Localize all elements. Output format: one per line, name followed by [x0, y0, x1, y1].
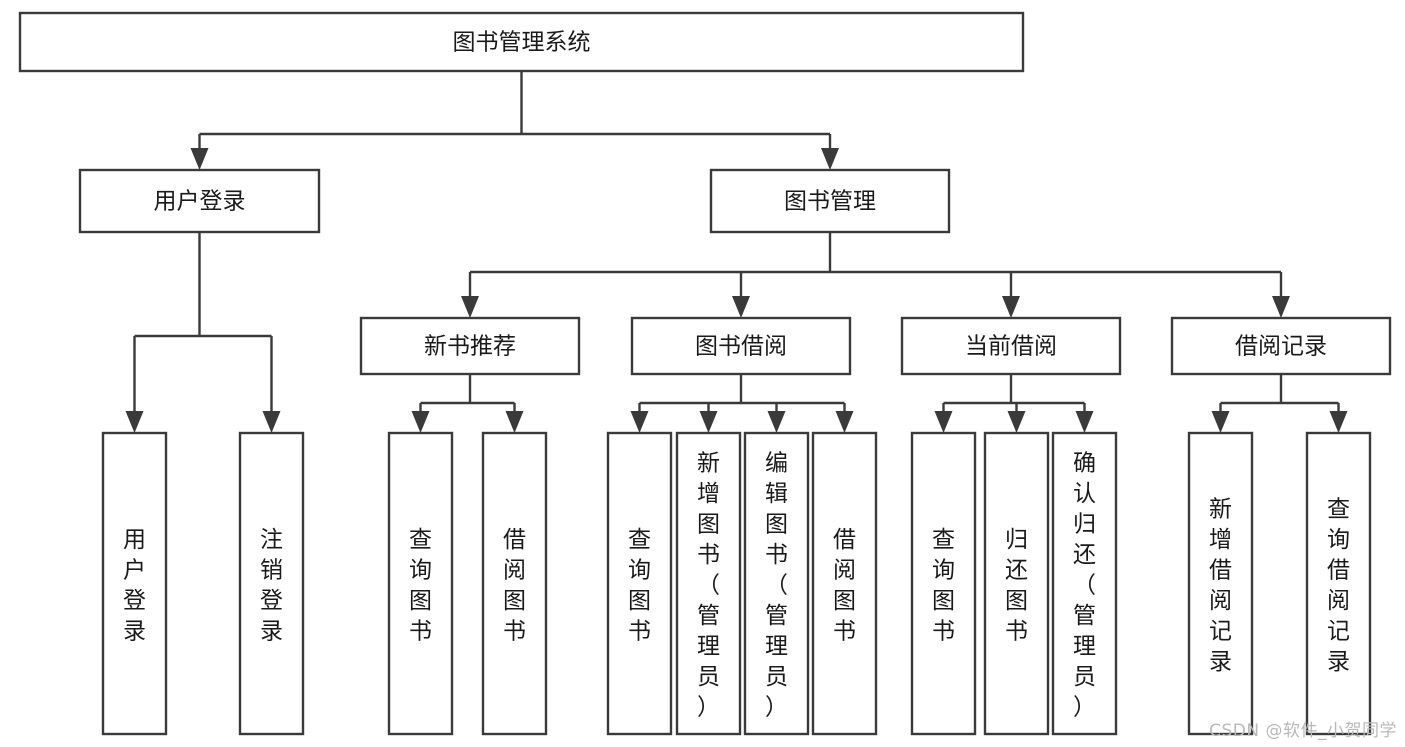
node-leaf-leaf-user-login-box[interactable]: [101, 431, 168, 736]
conn-new-book-recommend-arrow-0: [411, 411, 430, 433]
node-leaf-leaf-add-record-label: 新增借阅记录: [1209, 496, 1232, 675]
node-l2-borrow-record[interactable]: 借阅记录: [1170, 316, 1392, 376]
conn-book-borrow-arrow-2: [767, 411, 786, 433]
node-leaf-leaf-borrow-book-2[interactable]: 借阅图书: [811, 431, 878, 736]
node-root-label: 图书管理系统: [453, 30, 591, 56]
node-leaf-leaf-query-record-label: 查询借阅记录: [1327, 496, 1350, 675]
conn-current-borrow-arrow-0: [934, 411, 953, 433]
node-leaf-leaf-query-record[interactable]: 查询借阅记录: [1305, 431, 1372, 736]
node-leaf-leaf-edit-book-box[interactable]: [743, 431, 810, 736]
node-l2-book-borrow-box[interactable]: [630, 316, 852, 376]
node-leaf-leaf-query-book-1[interactable]: 查询图书: [387, 431, 454, 736]
connectors-layer: [125, 71, 1348, 433]
nodes-layer: 图书管理系统用户登录图书管理新书推荐图书借阅当前借阅借阅记录用户登录注销登录查询…: [18, 11, 1392, 736]
node-leaf-leaf-add-book[interactable]: 新增图书（管理员）: [675, 431, 742, 736]
csdn-watermark: CSDN @软件_小贺同学: [1209, 721, 1397, 741]
node-l2-book-borrow-label: 图书借阅: [695, 334, 787, 360]
node-leaf-leaf-user-login[interactable]: 用户登录: [101, 431, 168, 736]
conn-root-arrow-0: [190, 148, 209, 170]
conn-book-borrow-arrow-3: [835, 411, 854, 433]
node-root-box[interactable]: [18, 11, 1025, 73]
node-leaf-leaf-confirm-return-box[interactable]: [1051, 431, 1118, 736]
conn-book-manage-arrow-0: [461, 296, 479, 318]
node-l2-new-book-recommend-box[interactable]: [359, 316, 581, 376]
conn-current-borrow-arrow-2: [1075, 411, 1094, 433]
node-leaf-leaf-query-book-2-label: 查询图书: [628, 527, 651, 645]
node-l2-book-borrow[interactable]: 图书借阅: [630, 316, 852, 376]
node-l2-new-book-recommend[interactable]: 新书推荐: [359, 316, 581, 376]
node-l2-current-borrow-box[interactable]: [900, 316, 1122, 376]
node-leaf-leaf-query-book-3-label: 查询图书: [932, 527, 955, 645]
node-l1-book-manage-label: 图书管理: [784, 189, 876, 215]
node-leaf-leaf-confirm-return-label: 确认归还（管理员）: [1073, 451, 1096, 721]
node-leaf-leaf-return-book-box[interactable]: [983, 431, 1050, 736]
node-leaf-leaf-user-logout-label: 注销登录: [260, 527, 283, 645]
conn-new-book-recommend-arrow-1: [505, 411, 524, 433]
node-leaf-leaf-return-book[interactable]: 归还图书: [983, 431, 1050, 736]
node-root[interactable]: 图书管理系统: [18, 11, 1025, 73]
node-l1-user-login-box[interactable]: [78, 168, 321, 234]
node-leaf-leaf-add-record[interactable]: 新增借阅记录: [1187, 431, 1254, 736]
conn-root-arrow-1: [821, 148, 839, 170]
node-leaf-leaf-add-book-label: 新增图书（管理员）: [697, 451, 720, 721]
node-leaf-leaf-query-book-3[interactable]: 查询图书: [910, 431, 977, 736]
node-leaf-leaf-borrow-book-1-box[interactable]: [481, 431, 548, 736]
node-leaf-leaf-query-book-1-box[interactable]: [387, 431, 454, 736]
conn-book-borrow-arrow-1: [699, 411, 718, 433]
node-leaf-leaf-borrow-book-2-box[interactable]: [811, 431, 878, 736]
node-leaf-leaf-query-book-2[interactable]: 查询图书: [606, 431, 673, 736]
node-l1-user-login-label: 用户登录: [154, 189, 246, 215]
node-leaf-leaf-borrow-book-1[interactable]: 借阅图书: [481, 431, 548, 736]
node-leaf-leaf-user-login-label: 用户登录: [123, 527, 146, 645]
conn-book-manage-arrow-3: [1272, 296, 1290, 318]
node-l2-new-book-recommend-label: 新书推荐: [424, 334, 516, 360]
conn-current-borrow-arrow-1: [1007, 411, 1026, 433]
node-leaf-leaf-return-book-label: 归还图书: [1005, 527, 1028, 645]
conn-user-login-arrow-0: [125, 411, 144, 433]
node-leaf-leaf-query-book-2-box[interactable]: [606, 431, 673, 736]
node-leaf-leaf-user-logout-box[interactable]: [238, 431, 305, 736]
node-leaf-leaf-add-book-box[interactable]: [675, 431, 742, 736]
node-leaf-leaf-add-record-box[interactable]: [1187, 431, 1254, 736]
conn-book-manage-arrow-1: [732, 296, 750, 318]
node-l2-borrow-record-box[interactable]: [1170, 316, 1392, 376]
node-leaf-leaf-borrow-book-1-label: 借阅图书: [503, 527, 526, 645]
node-l2-current-borrow[interactable]: 当前借阅: [900, 316, 1122, 376]
conn-book-manage-arrow-2: [1002, 296, 1020, 318]
node-l1-user-login[interactable]: 用户登录: [78, 168, 321, 234]
node-leaf-leaf-edit-book[interactable]: 编辑图书（管理员）: [743, 431, 810, 736]
conn-book-borrow-arrow-0: [630, 411, 649, 433]
node-l1-book-manage-box[interactable]: [709, 168, 951, 234]
node-leaf-leaf-user-logout[interactable]: 注销登录: [238, 431, 305, 736]
node-l2-current-borrow-label: 当前借阅: [965, 334, 1057, 360]
node-l2-borrow-record-label: 借阅记录: [1235, 334, 1327, 360]
conn-user-login-arrow-1: [262, 411, 281, 433]
conn-borrow-record-arrow-0: [1211, 411, 1230, 433]
node-leaf-leaf-confirm-return[interactable]: 确认归还（管理员）: [1051, 431, 1118, 736]
node-leaf-leaf-query-book-3-box[interactable]: [910, 431, 977, 736]
node-l1-book-manage[interactable]: 图书管理: [709, 168, 951, 234]
node-leaf-leaf-edit-book-label: 编辑图书（管理员）: [765, 451, 788, 721]
node-leaf-leaf-borrow-book-2-label: 借阅图书: [833, 527, 856, 645]
node-leaf-leaf-query-book-1-label: 查询图书: [409, 527, 432, 645]
conn-borrow-record-arrow-1: [1329, 411, 1348, 433]
node-leaf-leaf-query-record-box[interactable]: [1305, 431, 1372, 736]
